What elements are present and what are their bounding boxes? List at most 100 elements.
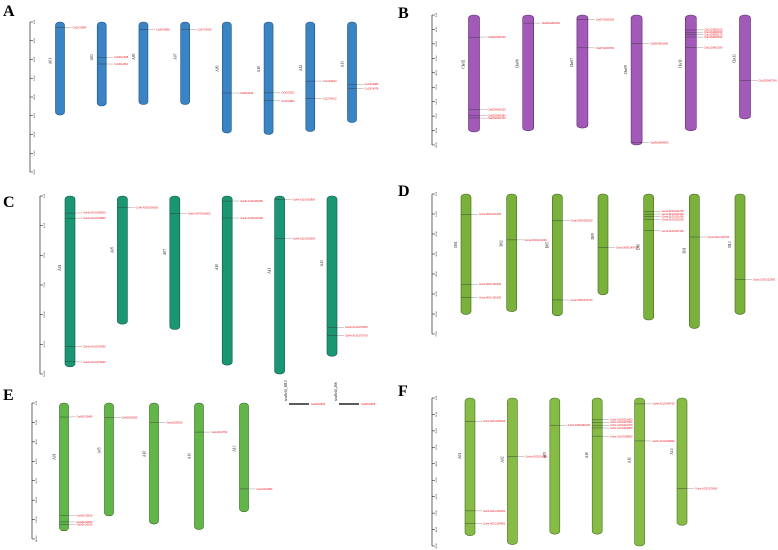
gene-label: Cla11GM01290 [704, 46, 723, 50]
chromosome-bar [689, 193, 700, 329]
scale-tick-label: 0.00 [33, 19, 36, 24]
gene-label: Cs01G0894 [73, 25, 87, 29]
scale-tick-label: 140.00 [35, 535, 38, 542]
scale-tick-label: 80.00 [435, 127, 438, 133]
scale-tick-label: 90.00 [435, 543, 438, 549]
scale-tick-label: 10.00 [435, 211, 438, 217]
chromosome-bar [194, 402, 204, 530]
scale-tick-label: 70.00 [435, 510, 438, 516]
gene-label: Gorai.011G126700 [707, 235, 729, 239]
gene-label: GaA01G5620 [77, 513, 93, 517]
chromosome-name: Chr06 [516, 59, 520, 68]
gene-label: Gorai.005G050200 [570, 219, 593, 223]
scaffold-name: scaffold_1810 [284, 380, 288, 401]
scale-tick-label: 80.00 [33, 169, 36, 175]
scale-tick-label: 30.00 [435, 55, 438, 61]
chromosome-name: A07 [163, 249, 167, 255]
chromosome-bar [739, 14, 751, 120]
chromosome-name: D09 [591, 233, 595, 239]
chromosome-name: A10 [143, 451, 147, 457]
chromosome-bar [180, 21, 190, 105]
gene-label: Gohir.A01G164900 [483, 521, 506, 525]
chromosome-bar [676, 397, 688, 526]
chromosome-name: Chr07 [570, 58, 574, 67]
scale-tick-label: 100.00 [43, 311, 46, 318]
gene-label: Gohir.A01G152200 [483, 509, 506, 513]
gene-label: Gorai.002G124200 [525, 238, 548, 242]
scale-tick-label: 10.00 [435, 411, 438, 417]
chromosome-name: D10 [637, 244, 641, 250]
scale-tick-label: 70.00 [33, 150, 36, 156]
scale-tick-label: 60.00 [435, 493, 438, 499]
chromosome-bar [59, 402, 69, 532]
chromosome: A01GoHir.A01G009600GoHir.A01G010800GoHir… [58, 195, 106, 368]
chromosome: A01GaA01G0480GaA01G5620GaA01G5990GaA01G6… [53, 402, 93, 532]
scale-tick-label: 60.00 [33, 131, 36, 137]
scale-tick-label: 80.00 [435, 526, 438, 532]
scale-tick-label: 0.00 [35, 400, 38, 405]
chromosome-bar [326, 195, 338, 357]
chromosome-name: A13 [670, 448, 674, 454]
chromosome-bar [305, 21, 316, 132]
gene-label: Cs13G3980 [365, 82, 379, 86]
gene-label: Cs12G4012 [323, 97, 337, 101]
scale-tick-label: 50.00 [435, 477, 438, 483]
chromosome-name: A10 [215, 264, 219, 270]
gene-label: GoHir.A13G070300 [345, 325, 368, 329]
chromosome-bar [221, 195, 233, 366]
scale-tick-label: 60.00 [435, 98, 438, 104]
chromosome-name: A01 [49, 58, 53, 64]
scale-tick-label: 40.00 [435, 69, 438, 75]
gene-label: GaA13G4080 [257, 487, 273, 491]
gene-label: Cs03G2338 [114, 55, 128, 59]
gene-label: GoHir.A11G019600 [293, 237, 316, 241]
gene-label: Cla07GM00100 [596, 17, 615, 21]
chromosome-bar [643, 193, 654, 321]
scale-tick-label: 150.00 [43, 370, 46, 377]
chromosome-name: D02 [500, 240, 504, 246]
chromosome-bar [464, 397, 476, 536]
chromosome-bar [64, 195, 76, 368]
scaffold-bar [289, 403, 309, 405]
panel-letter: F [398, 383, 408, 400]
gene-label: Ga00G0660 [311, 402, 326, 406]
gene-label: Cla07GM00760 [596, 46, 615, 50]
gene-label: Gorai.010G021400 [662, 215, 685, 219]
gene-label: GoHir.A05G000300 [135, 205, 158, 209]
chromosome-name: A10 [257, 66, 261, 72]
chromosome-bar [684, 14, 697, 131]
chromosome-name: D05 [545, 242, 549, 248]
chromosome-bar [630, 14, 643, 146]
gene-label: Cla13GM03740 [759, 78, 778, 82]
chromosome: Chr02Cla02GM00700Cla02GM01620Cla02GM0168… [462, 14, 507, 133]
chromosome-name: A05 [132, 53, 136, 59]
chromosome-bar [506, 193, 517, 312]
panel-letter: B [398, 5, 409, 22]
chromosome-name: A11 [628, 457, 632, 463]
chromosome-bar [138, 21, 149, 105]
gene-label: Cla11GM00150 [704, 28, 723, 32]
gene-label: Cla02GM01620 [488, 108, 507, 112]
chromosome-name: Chr13 [733, 54, 737, 63]
gene-label: Gorai.001G161200 [479, 282, 502, 286]
scale-tick-label: 70.00 [435, 113, 438, 119]
